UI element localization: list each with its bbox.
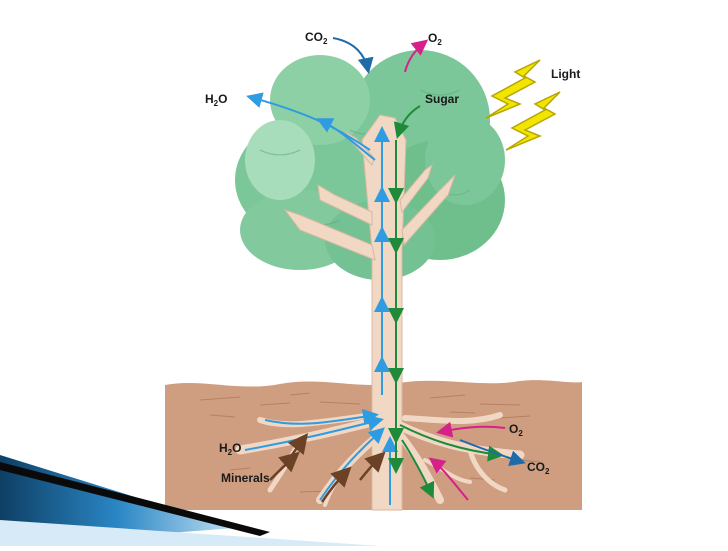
oxygen-arrows <box>404 39 506 501</box>
label-co2-bottom: CO2 <box>527 460 550 476</box>
label-o2-top: O2 <box>428 31 442 47</box>
label-light: Light <box>551 67 581 81</box>
label-co2-top: CO2 <box>305 30 328 46</box>
label-sugar: Sugar <box>425 92 460 106</box>
label-minerals: Minerals <box>221 471 270 485</box>
label-h2o-top: H2O <box>205 92 228 108</box>
sugar-transport-arrows <box>388 105 504 499</box>
co2-arrows <box>332 37 526 466</box>
mineral-arrows <box>269 433 386 503</box>
water-transport-arrows <box>244 92 398 505</box>
label-o2-bottom: O2 <box>509 422 523 438</box>
light-bolt-icon <box>485 59 561 151</box>
slide-accent-stripe <box>0 455 380 546</box>
label-h2o-bottom: H2O <box>219 441 242 457</box>
